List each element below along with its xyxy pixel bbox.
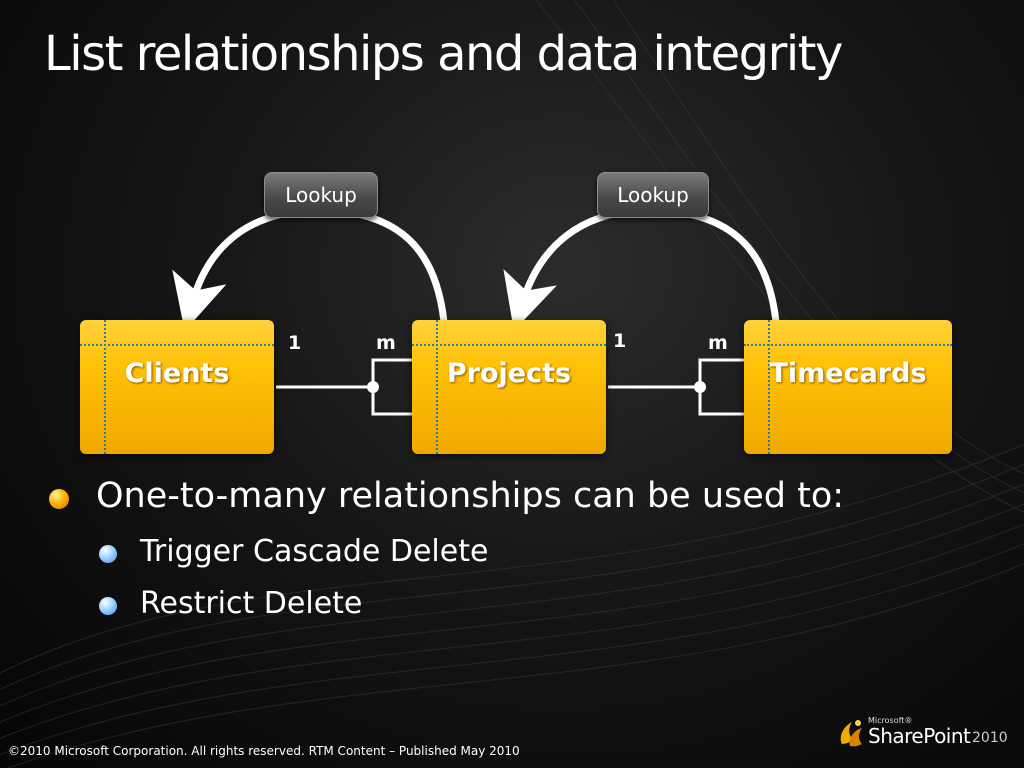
list-box-clients: Clients — [80, 320, 274, 454]
cardinality-one: 1 — [288, 332, 302, 354]
grid-line — [744, 344, 952, 346]
logo-brand-small: Microsoft® — [868, 716, 913, 725]
grid-line — [80, 344, 274, 346]
connector-dot — [694, 381, 706, 393]
grid-line — [412, 344, 606, 346]
blue-bullet-icon — [99, 545, 117, 563]
logo-product: SharePoint — [868, 724, 971, 748]
bullet-sub-cascade-delete: Trigger Cascade Delete — [140, 534, 489, 569]
grid-line — [436, 320, 438, 454]
blue-bullet-icon — [99, 597, 117, 615]
logo-year: 2010 — [972, 730, 1008, 746]
sharepoint-logo: Microsoft® SharePoint 2010 — [836, 712, 1016, 756]
bullet-sub-restrict-delete: Restrict Delete — [140, 586, 363, 621]
list-box-timecards: Timecards — [744, 320, 952, 454]
copyright-footer: ©2010 Microsoft Corporation. All rights … — [8, 744, 520, 758]
cardinality-many: m — [708, 332, 728, 354]
orange-bullet-icon — [49, 489, 69, 509]
lookup-arrow-timecards-to-projects — [503, 206, 780, 331]
lookup-badge-clients: Lookup — [264, 172, 378, 218]
slide-title: List relationships and data integrity — [44, 26, 843, 82]
list-label-timecards: Timecards — [769, 358, 927, 389]
connector-clients-projects — [276, 358, 412, 416]
connector-projects-timecards — [608, 358, 744, 416]
grid-line — [104, 320, 106, 454]
sharepoint-logo-icon — [840, 720, 862, 747]
cardinality-many: m — [376, 332, 396, 354]
list-label-clients: Clients — [124, 358, 230, 389]
grid-line — [768, 320, 770, 454]
lookup-arrow-projects-to-clients — [172, 206, 448, 332]
cardinality-one: 1 — [613, 330, 627, 352]
connector-dot — [367, 381, 379, 393]
list-label-projects: Projects — [446, 358, 572, 389]
lookup-badge-projects: Lookup — [597, 172, 709, 218]
bullet-main: One-to-many relationships can be used to… — [96, 476, 845, 516]
list-box-projects: Projects — [412, 320, 606, 454]
